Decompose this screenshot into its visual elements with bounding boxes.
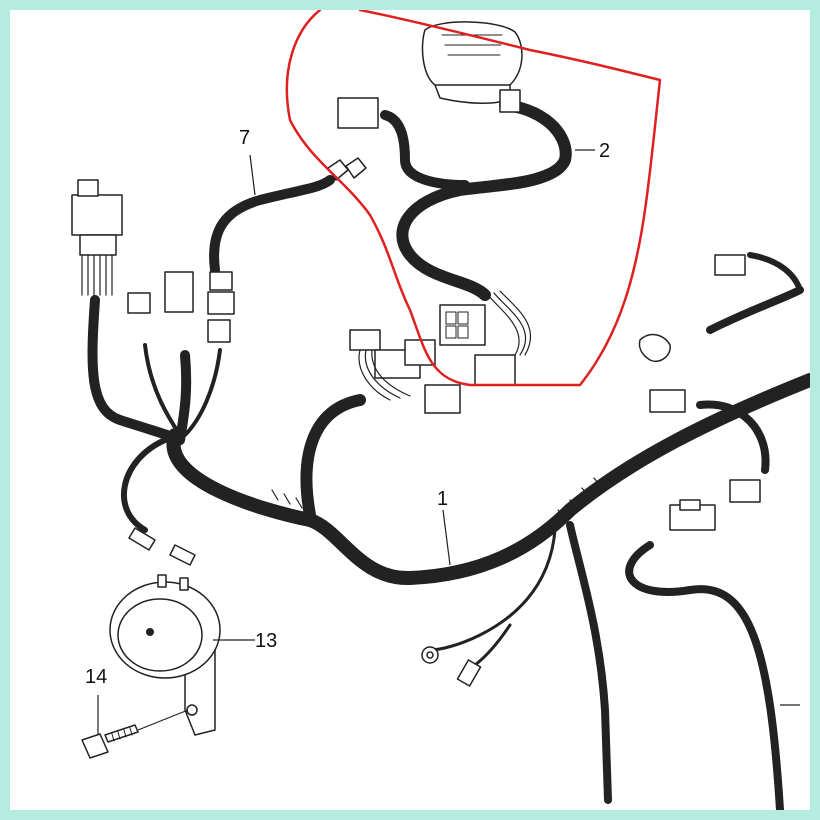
diagnostic-connector [421, 21, 523, 94]
connector-7b [207, 291, 235, 315]
callout-7: 7 [239, 127, 251, 149]
red-highlight-outline [285, 10, 662, 387]
bolt-head [81, 733, 109, 759]
horn-terminals [128, 527, 196, 566]
sub-harness-2 [337, 21, 572, 386]
connector-left-small [127, 292, 151, 314]
connector-7a [209, 271, 233, 291]
ground-terminals [421, 646, 482, 687]
left-connectors [71, 179, 231, 343]
callout-14: 14 [85, 666, 108, 688]
main-harness [87, 252, 810, 810]
sub-harness-7 [207, 157, 367, 315]
connector-2-eight-pin [439, 304, 486, 346]
callout-1: 1 [437, 488, 449, 510]
connector-left-right [207, 319, 231, 343]
horn [109, 574, 221, 736]
callout-13: 13 [255, 630, 278, 652]
leader-7 [249, 154, 256, 196]
right-connectors [638, 254, 761, 531]
leader-1 [442, 509, 451, 566]
diagram-canvas: 7 2 1 13 14 [10, 10, 810, 810]
connector-left-mid [164, 271, 194, 313]
bolt [81, 709, 189, 759]
terminal-7 [327, 157, 367, 181]
connector-2-small [337, 97, 379, 129]
wiring-harness-drawing [71, 10, 810, 810]
callout-2: 2 [599, 140, 611, 162]
middle-connectors [349, 329, 461, 414]
connector-2-lower [474, 354, 516, 386]
connector-block-left [71, 194, 123, 236]
